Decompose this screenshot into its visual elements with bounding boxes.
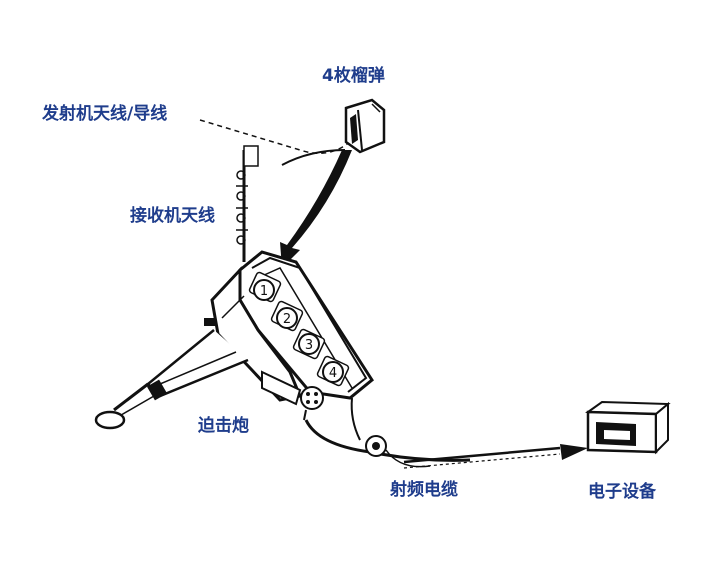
insert-arrow	[280, 150, 352, 268]
label-grenades: 4枚榴弹	[322, 66, 385, 86]
grenade-pack	[344, 98, 386, 154]
label-rf-cable: 射频电缆	[390, 480, 458, 500]
label-receive-antenna: 接收机天线	[130, 206, 215, 226]
antenna-wire-segment	[281, 149, 346, 166]
tube-slot-2: 2	[270, 300, 304, 332]
launcher-connector	[300, 386, 324, 421]
tube-number-4: 4	[329, 366, 337, 381]
transmit-antenna-lead	[199, 119, 353, 155]
rf-cable	[304, 397, 588, 469]
tube-slot-1: 1	[248, 271, 282, 303]
tube-number-1: 1	[260, 284, 268, 299]
tube-slot-3: 3	[292, 328, 326, 360]
label-transmit-antenna: 发射机天线/导线	[42, 104, 168, 124]
tube-number-2: 2	[283, 312, 291, 327]
label-electronic-equipment: 电子设备	[588, 482, 656, 502]
tube-slot-4: 4	[316, 355, 350, 387]
label-mortar: 迫击炮	[198, 416, 249, 436]
support-leg	[94, 329, 249, 430]
tube-number-3: 3	[305, 338, 313, 353]
electronic-equipment-box	[585, 400, 671, 455]
receive-antenna	[236, 145, 259, 262]
